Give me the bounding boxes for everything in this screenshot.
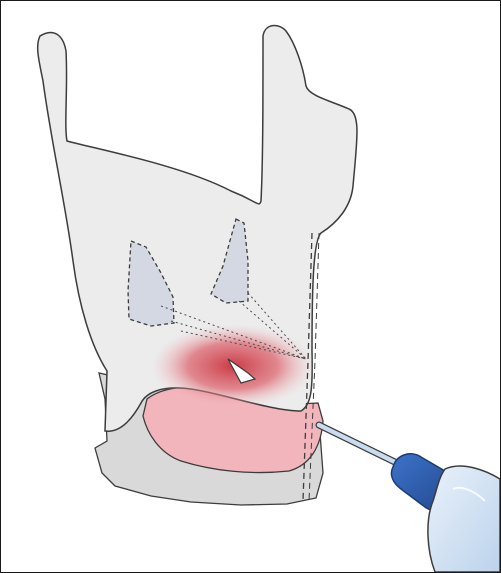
- syringe-barrel: [428, 466, 500, 572]
- needle-icon: [319, 425, 405, 467]
- syringe-icon: [391, 454, 500, 572]
